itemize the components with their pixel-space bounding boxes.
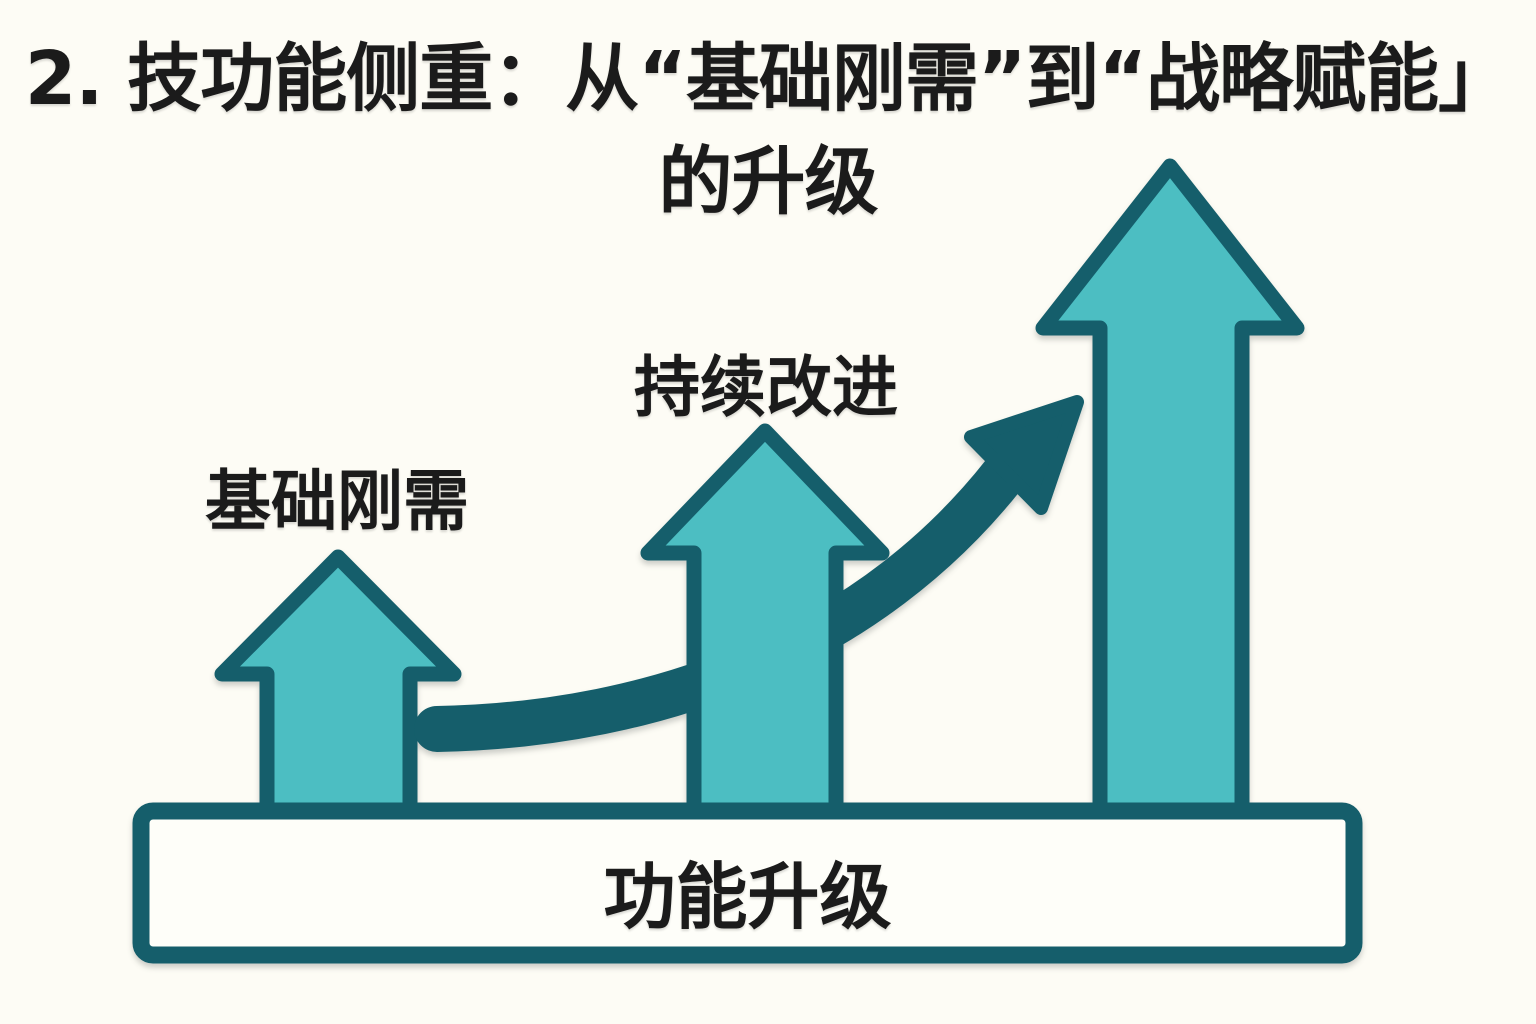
up-arrow-large (1035, 158, 1305, 820)
page-title-line2: 的升级 (658, 139, 879, 225)
baseline-box (132, 802, 1363, 964)
label-basic-needs: 基础刚需 (205, 463, 469, 540)
growth-curve-arrowhead-icon (964, 395, 1084, 515)
up-arrow-small (214, 549, 462, 820)
page-title-line1: 2. 技功能侧重：从“基础刚需”到“战略赋能」 (24, 36, 1512, 122)
label-continuous-improvement: 持续改进 (634, 349, 898, 426)
page-title: 2. 技功能侧重：从“基础刚需”到“战略赋能」 的升级 (0, 28, 1536, 234)
label-function-upgrade: 功能升级 (603, 855, 892, 939)
